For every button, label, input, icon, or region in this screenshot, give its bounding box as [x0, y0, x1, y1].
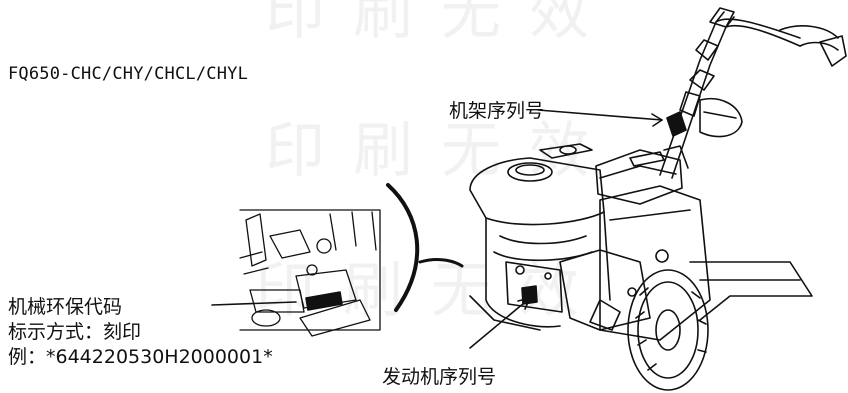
emission-code-example: 例：*644220530H2000001*: [8, 346, 273, 368]
engine-serial-plate: [521, 285, 538, 305]
frame-serial-arrowhead: [651, 113, 663, 127]
detail-inset-drawing: [239, 209, 381, 337]
frame-serial-plate: [666, 111, 687, 137]
frame-serial-label: 机架序列号: [449, 100, 545, 122]
emission-code-leader: [211, 301, 297, 306]
detail-bracket: [386, 183, 420, 312]
engine-serial-arrowhead: [517, 297, 531, 310]
fender-drawing: [689, 261, 813, 321]
fuel-tank-drawing: [595, 145, 689, 205]
emission-code-label: 机械环保代码: [8, 296, 123, 318]
marking-method-label: 标示方式：刻印: [8, 321, 142, 343]
transmission-drawing: [559, 185, 711, 341]
engine-serial-label: 发动机序列号: [382, 366, 497, 388]
engine-serial-leader: [469, 297, 531, 349]
emission-code-plate: [305, 291, 343, 311]
handlebar-drawing: [659, 7, 847, 179]
frame-serial-leader: [537, 109, 663, 121]
wheel-drawing: [627, 269, 709, 391]
watermark-top: 印刷无效: [265, 0, 617, 48]
engine-drawing: [469, 143, 611, 331]
model-designation: FQ650-CHC/CHY/CHCL/CHYL: [8, 64, 249, 84]
